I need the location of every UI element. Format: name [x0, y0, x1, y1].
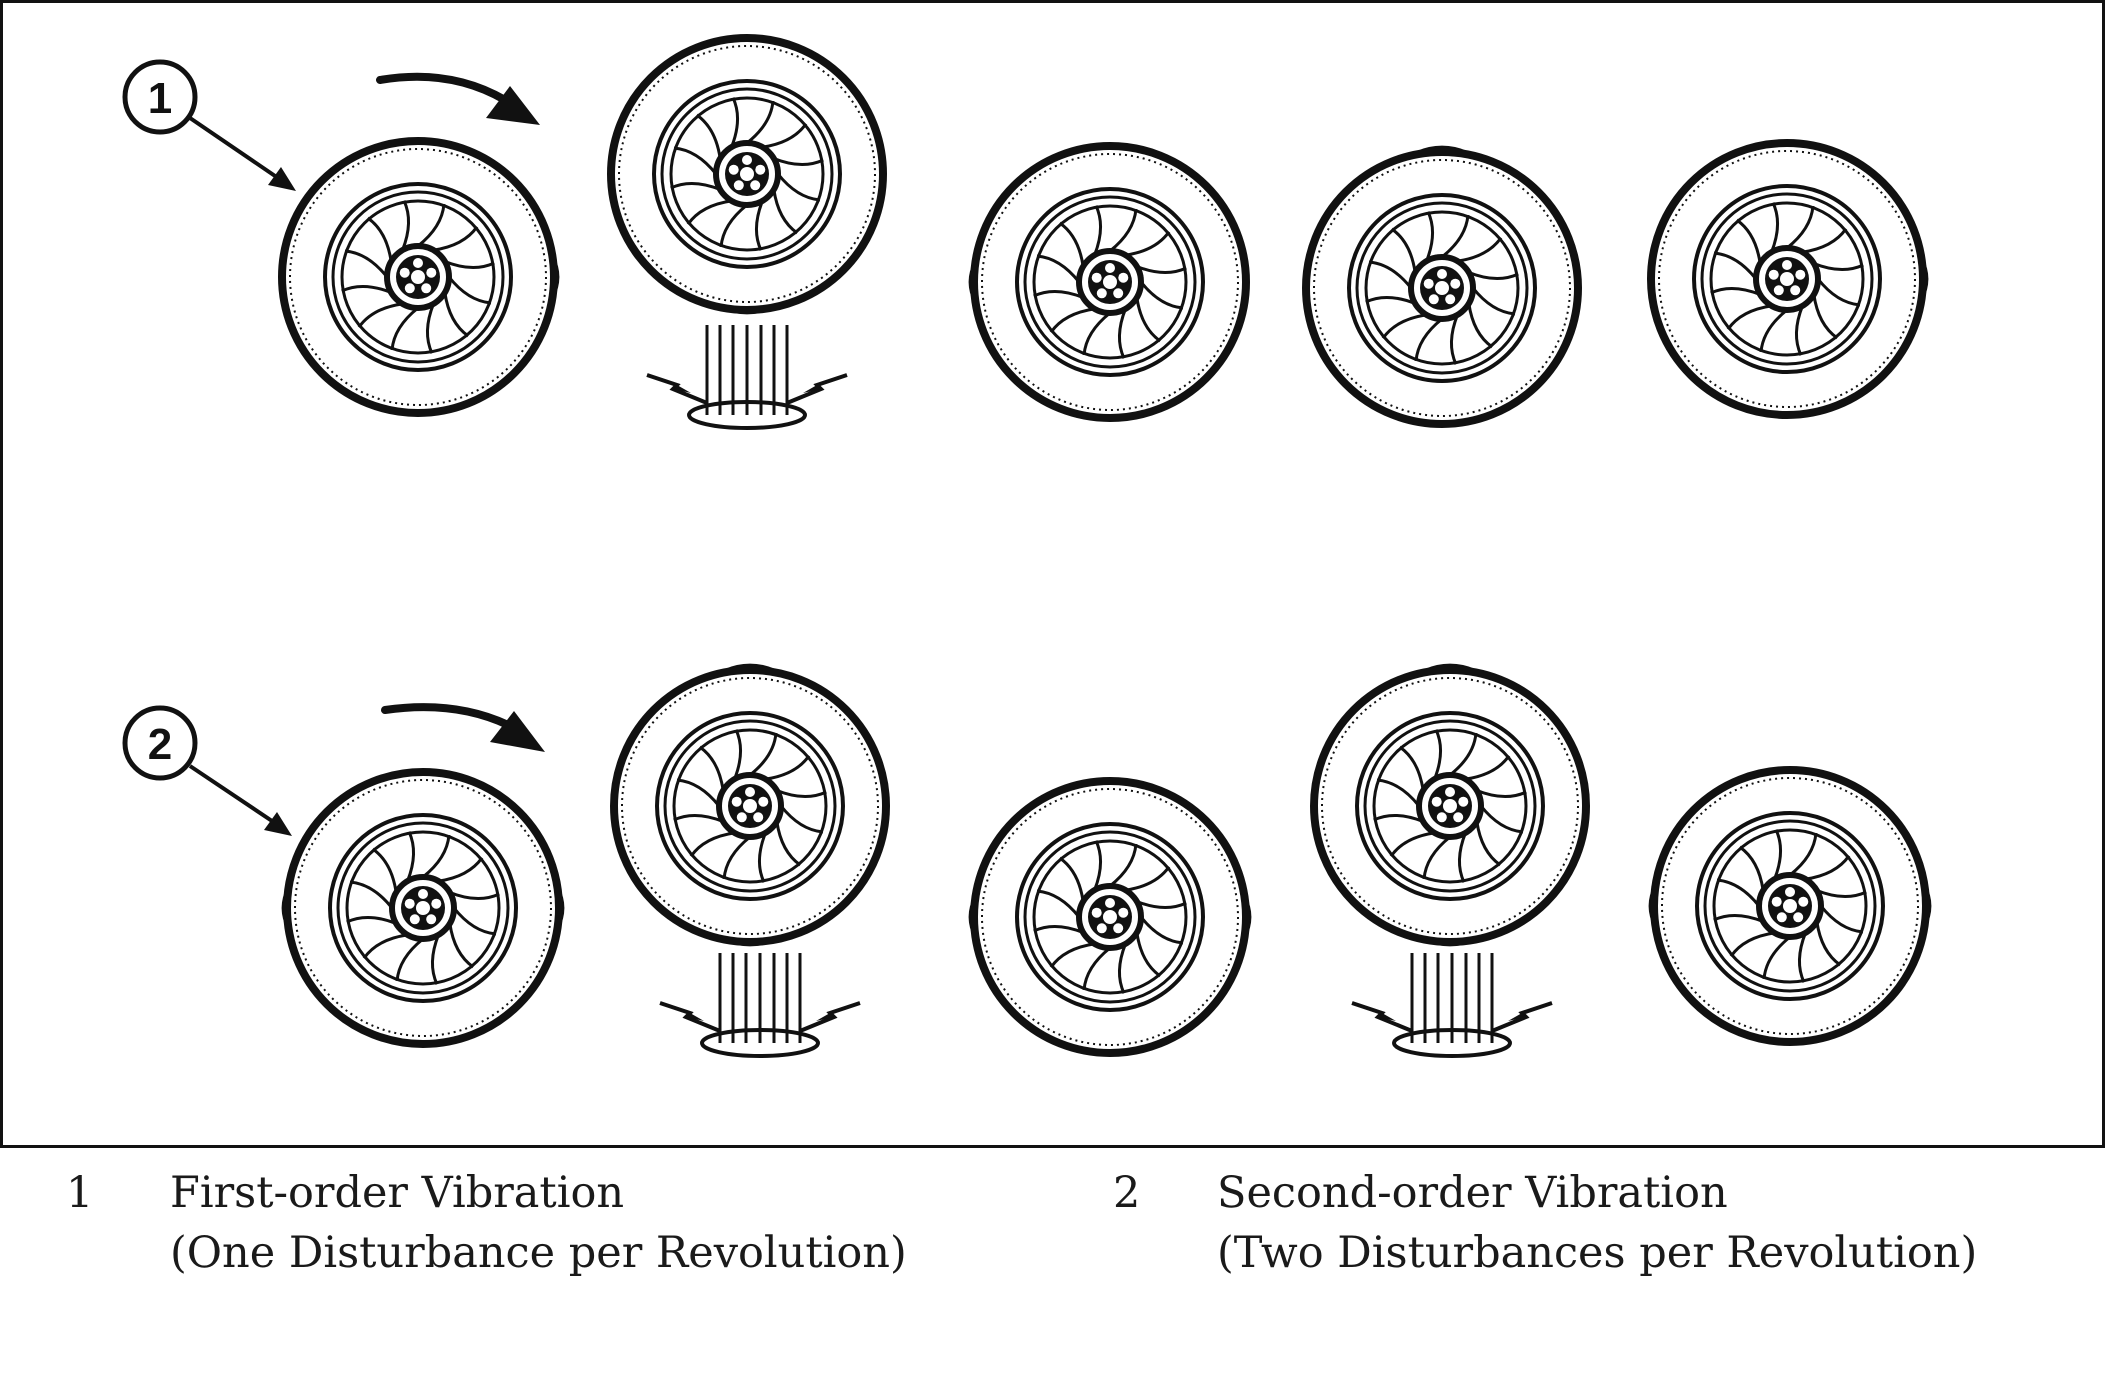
legend-title: Second-order Vibration: [1217, 1168, 1728, 1218]
callout-1: 1: [122, 59, 296, 191]
wheel-icon: [1648, 766, 1932, 1046]
callout-2: 2: [122, 705, 292, 836]
callout-circle: [122, 59, 198, 135]
road-impact-icon: [1350, 951, 1554, 1058]
road-impact-icon: [645, 323, 849, 430]
row-first-order: 1: [122, 34, 1929, 430]
vibration-diagram: 1: [0, 0, 2105, 1148]
legend-text: First-order Vibration (One Disturbance p…: [170, 1163, 907, 1283]
wheel-icon: [607, 34, 887, 315]
legend-number: 2: [1113, 1168, 1141, 1218]
diagram-frame: [0, 0, 2105, 1148]
wheel-icon: [1647, 139, 1929, 419]
callout-circle: [122, 705, 198, 781]
callout-arrow-icon: [188, 116, 296, 191]
wheel-icon: [281, 768, 565, 1048]
legend-subtitle: (One Disturbance per Revolution): [170, 1228, 907, 1278]
callout-label: 1: [148, 74, 172, 123]
wheel-icon: [1302, 145, 1582, 428]
callout-arrow-icon: [188, 764, 292, 836]
wheel-icon: [1310, 663, 1590, 947]
row-second-order: 2: [122, 663, 1932, 1058]
legend-title: First-order Vibration: [170, 1168, 625, 1218]
callout-label: 2: [148, 720, 172, 769]
wheel-icon: [968, 142, 1250, 422]
legend-text: Second-order Vibration (Two Disturbances…: [1217, 1163, 1977, 1283]
wheel-icon: [610, 663, 890, 947]
legend-subtitle: (Two Disturbances per Revolution): [1217, 1228, 1978, 1278]
wheel-icon: [278, 137, 560, 417]
road-impact-icon: [658, 951, 862, 1058]
rotation-arrow-icon: [376, 72, 540, 125]
rotation-arrow-icon: [381, 703, 545, 752]
wheel-icon: [968, 777, 1252, 1057]
legend-number: 1: [66, 1168, 94, 1218]
